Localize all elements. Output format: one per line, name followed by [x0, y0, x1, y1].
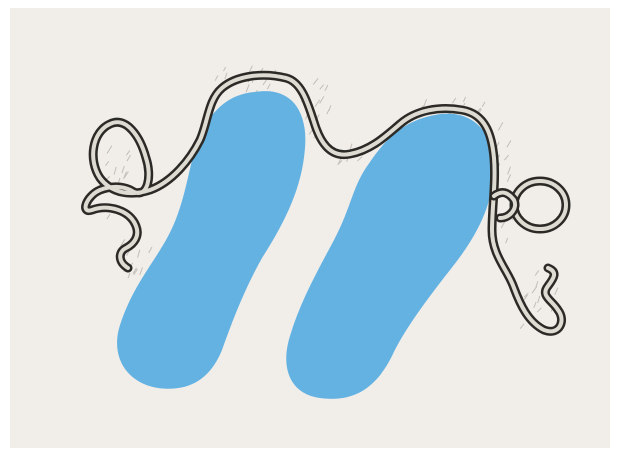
illustration-canvas	[0, 0, 621, 456]
